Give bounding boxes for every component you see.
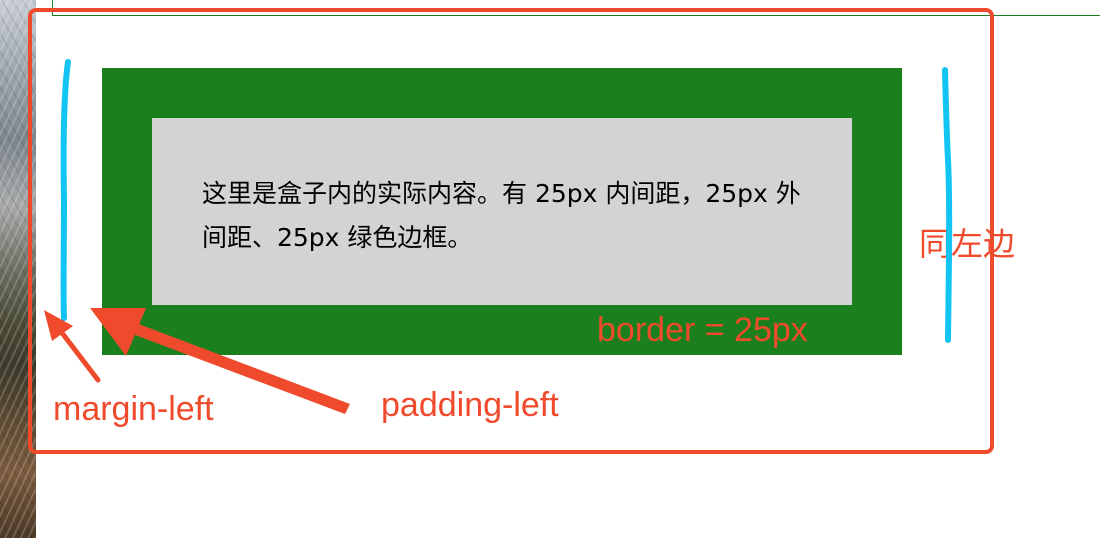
margin-left-label: margin-left bbox=[53, 390, 214, 428]
same-as-left-label: 同左边 bbox=[919, 225, 1016, 263]
box-content-text: 这里是盒子内的实际内容。有 25px 内间距，25px 外间距、25px 绿色边… bbox=[202, 179, 801, 252]
padding-left-label: padding-left bbox=[381, 386, 559, 424]
box-content-area bbox=[152, 118, 852, 305]
margin-outline bbox=[28, 8, 994, 454]
border-label: border = 25px bbox=[597, 311, 808, 349]
